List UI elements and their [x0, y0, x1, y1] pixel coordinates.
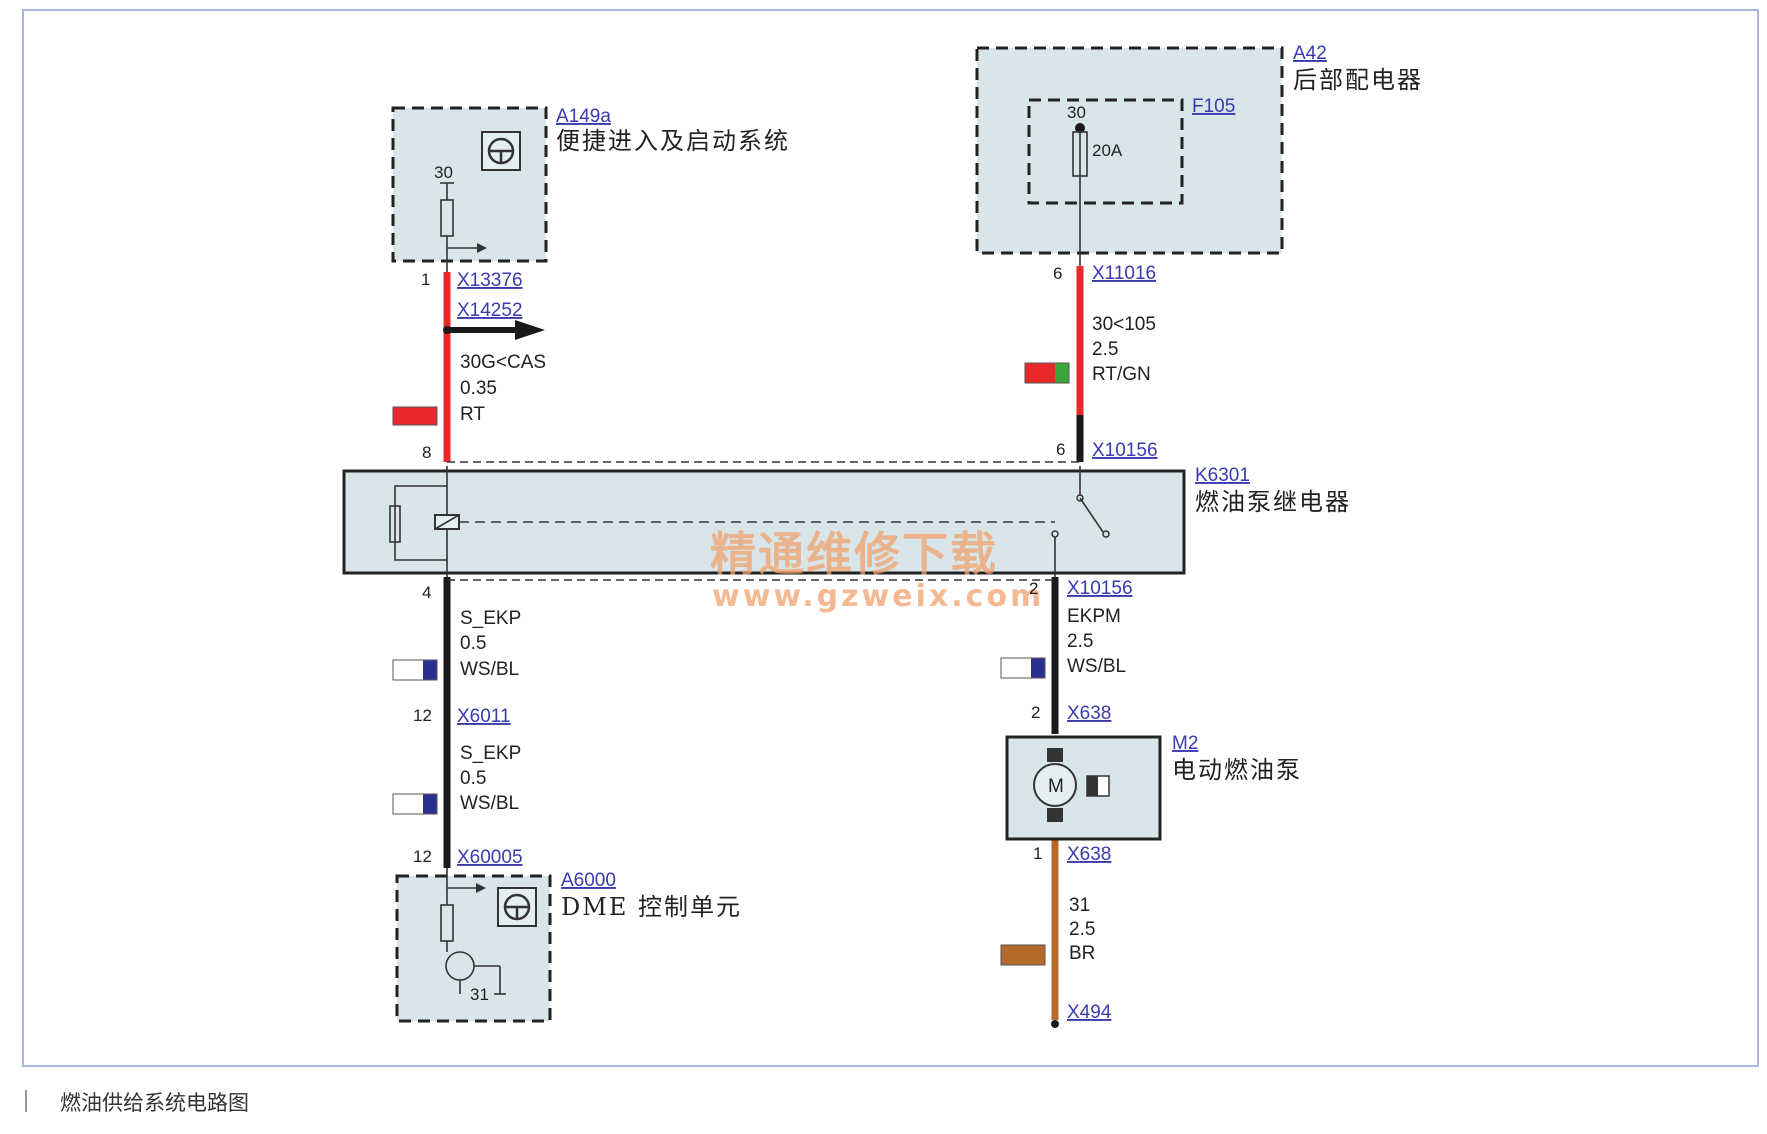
x60005-pin: 12: [413, 847, 432, 866]
a6000-internal-circuit-icon: [440, 868, 506, 995]
wire6-signal: 31: [1069, 895, 1090, 916]
a42-name: 后部配电器: [1293, 66, 1423, 94]
wire6-color-code: BR: [1069, 943, 1095, 964]
m2-name: 电动燃油泵: [1172, 756, 1302, 784]
a149a-name: 便捷进入及启动系统: [556, 127, 790, 155]
wire2-color-code: RT/GN: [1092, 364, 1151, 385]
x10156-top-pin: 6: [1056, 440, 1065, 459]
wire5-signal: EKPM: [1067, 606, 1121, 627]
watermark-url: www.gzweix.com: [712, 579, 1044, 614]
a6000-id: A6000: [561, 870, 616, 891]
x60005-label: X60005: [457, 847, 523, 868]
ground-terminal: [1051, 1020, 1059, 1028]
x10156-bottom-label: X10156: [1067, 578, 1133, 599]
x6011-pin: 12: [413, 706, 432, 725]
wire3-color-code: WS/BL: [460, 659, 519, 680]
a149a-pin-30: 30: [434, 163, 453, 182]
x11016-pin: 6: [1053, 264, 1062, 283]
x638-bottom-pin: 1: [1033, 844, 1042, 863]
a6000-name: DME 控制单元: [561, 893, 742, 921]
motor-icon: [1033, 748, 1110, 822]
a149a-internal-resistor-icon: [440, 182, 487, 272]
k6301-id: K6301: [1195, 465, 1250, 486]
fuse-icon: [1072, 123, 1088, 266]
wire4-color-code: WS/BL: [460, 793, 519, 814]
a6000-pin-31: 31: [470, 985, 489, 1004]
wire3-signal: S_EKP: [460, 608, 521, 629]
f105-id: F105: [1192, 96, 1235, 117]
a42-id: A42: [1293, 43, 1327, 64]
k-pin-8: 8: [422, 443, 431, 462]
x638-top-pin: 2: [1031, 703, 1040, 722]
motor-letter: M: [1048, 776, 1064, 797]
a149a-id: A149a: [556, 106, 611, 127]
k-pin-4: 4: [422, 583, 431, 602]
x14252-label: X14252: [457, 300, 523, 321]
x11016-label: X11016: [1092, 263, 1156, 284]
control-unit-symbol-icon: [481, 131, 521, 171]
a42-box: [975, 46, 1284, 255]
figure-caption: 燃油供给系统电路图: [60, 1091, 249, 1115]
wire2-signal: 30<105: [1092, 314, 1156, 335]
f105-rating: 20A: [1092, 141, 1123, 160]
wire1-signal: 30G<CAS: [460, 352, 546, 373]
wire2-color-swatch: [1024, 362, 1070, 384]
wire1-color-swatch: [392, 406, 438, 426]
arrow-right-icon: [449, 320, 545, 340]
a149a-box: [391, 106, 548, 263]
x10156-bottom-pin: 2: [1029, 579, 1038, 598]
x13376-pin: 1: [421, 270, 430, 289]
control-unit-symbol-icon: [497, 887, 537, 927]
wire5-color-swatch: [1000, 657, 1046, 679]
wire3-gauge: 0.5: [460, 633, 486, 654]
watermark-title: 精通维修下载: [710, 527, 998, 581]
relay-switch-icon: [1051, 466, 1110, 577]
f105-pin-30: 30: [1067, 103, 1086, 122]
x10156-top-label: X10156: [1092, 440, 1158, 461]
wire6-gauge: 2.5: [1069, 919, 1095, 940]
x638-top-label: X638: [1067, 703, 1111, 724]
wire6-color-swatch: [1000, 944, 1046, 966]
wire1-gauge: 0.35: [460, 378, 497, 399]
k6301-name: 燃油泵继电器: [1195, 488, 1351, 516]
wire5-color-code: WS/BL: [1067, 656, 1126, 677]
x13376-label: X13376: [457, 270, 523, 291]
m2-id: M2: [1172, 733, 1198, 754]
x494-label: X494: [1067, 1002, 1112, 1023]
x6011-label: X6011: [457, 706, 511, 727]
wire3-color-swatch: [392, 659, 438, 681]
wire4-gauge: 0.5: [460, 768, 486, 789]
wire1-color-code: RT: [460, 404, 485, 425]
wire4-signal: S_EKP: [460, 743, 521, 764]
f105-box: [1027, 98, 1184, 205]
m2-box: [1005, 735, 1162, 841]
x638-bottom-label: X638: [1067, 844, 1111, 865]
wire4-color-swatch: [392, 793, 438, 815]
wire2-gauge: 2.5: [1092, 339, 1118, 360]
wire5-gauge: 2.5: [1067, 631, 1093, 652]
